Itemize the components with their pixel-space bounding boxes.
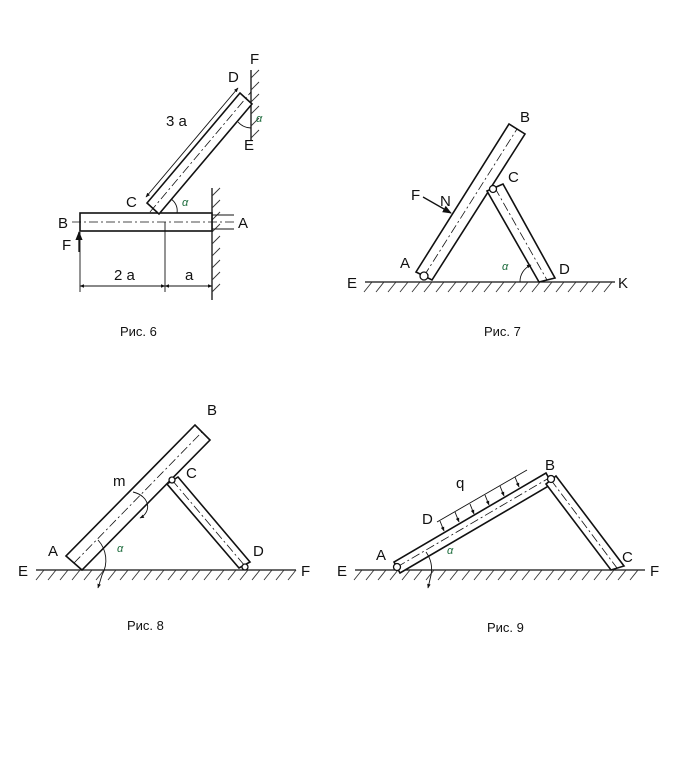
label-dim-a: a bbox=[185, 267, 194, 284]
label-alpha-top: α bbox=[256, 113, 263, 125]
figure-6: F D α E 3 a C α B A F 2 a a Рис. 6 bbox=[58, 51, 263, 339]
label-d: D bbox=[559, 261, 570, 278]
figure-8: B m C A α D E F Рис. 8 bbox=[18, 402, 310, 633]
label-c: C bbox=[126, 194, 137, 211]
moment-m bbox=[132, 491, 148, 519]
label-b: B bbox=[58, 215, 68, 232]
label-dim-2a: 2 a bbox=[114, 267, 136, 284]
caption-fig-6: Рис. 6 bbox=[120, 324, 157, 339]
label-e: E bbox=[337, 563, 347, 580]
pin-c bbox=[488, 184, 498, 194]
label-f: F bbox=[650, 563, 659, 580]
label-f-top: F bbox=[250, 51, 259, 68]
label-e: E bbox=[244, 137, 254, 154]
label-m: m bbox=[113, 473, 126, 490]
wall-top-hatch bbox=[250, 69, 260, 139]
ground-ef-hatch bbox=[353, 569, 639, 581]
label-f: F bbox=[301, 563, 310, 580]
pin-a bbox=[419, 271, 429, 281]
caption-fig-9: Рис. 9 bbox=[487, 620, 524, 635]
force-f bbox=[422, 196, 452, 214]
ground-ek-hatch bbox=[363, 281, 613, 293]
label-alpha-mid: α bbox=[182, 197, 189, 209]
caption-fig-8: Рис. 8 bbox=[127, 618, 164, 633]
figure-9: q B D A α C E F Рис. 9 bbox=[337, 457, 659, 635]
pin-d bbox=[241, 563, 249, 571]
label-e: E bbox=[18, 563, 28, 580]
wall-right-hatch bbox=[211, 187, 221, 293]
label-d: D bbox=[422, 511, 433, 528]
label-alpha: α bbox=[117, 543, 124, 555]
pin-c bbox=[168, 476, 176, 484]
label-c: C bbox=[622, 549, 633, 566]
label-q: q bbox=[456, 475, 464, 492]
rod-bc bbox=[544, 474, 626, 571]
label-c: C bbox=[186, 465, 197, 482]
label-n: N bbox=[440, 193, 451, 210]
rod-cd bbox=[485, 182, 557, 283]
label-a: A bbox=[238, 215, 248, 232]
label-d: D bbox=[228, 69, 239, 86]
distributed-load-q bbox=[436, 469, 528, 532]
label-length: 3 a bbox=[166, 113, 188, 130]
label-d: D bbox=[253, 543, 264, 560]
caption-fig-7: Рис. 7 bbox=[484, 324, 521, 339]
label-k: K bbox=[618, 275, 628, 292]
figure-7: B C F N A α D E K Рис. 7 bbox=[347, 109, 628, 339]
label-e: E bbox=[347, 275, 357, 292]
label-b: B bbox=[207, 402, 217, 419]
label-f: F bbox=[411, 187, 420, 204]
label-a: A bbox=[48, 543, 58, 560]
pin-b bbox=[546, 474, 556, 484]
label-a: A bbox=[376, 547, 386, 564]
pin-a bbox=[392, 562, 402, 572]
label-a: A bbox=[400, 255, 410, 272]
label-alpha: α bbox=[502, 261, 509, 273]
rod-ab bbox=[392, 471, 554, 575]
ground-ef-hatch bbox=[35, 569, 297, 581]
label-b: B bbox=[545, 457, 555, 474]
label-f-side: F bbox=[62, 237, 71, 254]
label-b: B bbox=[520, 109, 530, 126]
label-c: C bbox=[508, 169, 519, 186]
label-alpha: α bbox=[447, 545, 454, 557]
